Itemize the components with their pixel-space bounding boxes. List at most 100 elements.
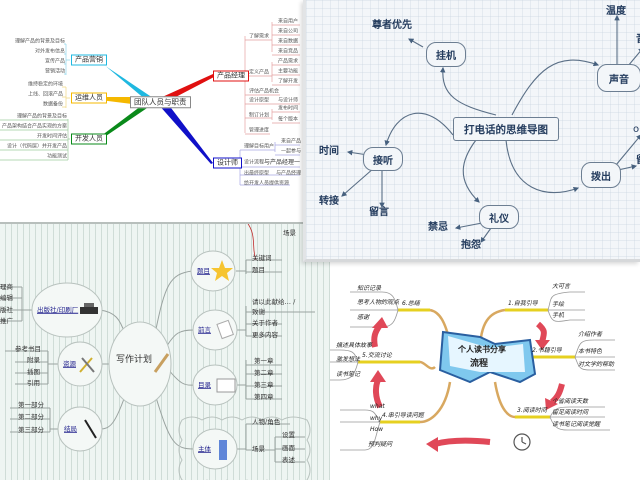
leaf: 第一章: [254, 356, 274, 365]
leaf: 与产品经理一: [264, 159, 301, 166]
leaf: How: [370, 426, 384, 433]
leaf: 预判疑问: [368, 441, 393, 448]
branch-designer: [158, 104, 213, 164]
node-pm: 产品经理: [213, 70, 249, 82]
branch-preface-link[interactable]: 前言: [198, 325, 211, 334]
label: 尊者优先: [372, 20, 412, 31]
leaf: 设计（代码层）并开发产品: [6, 143, 67, 150]
branch-body-link[interactable]: 主体: [198, 444, 211, 453]
window-icon: [216, 378, 236, 393]
leaf: 设置: [282, 430, 295, 439]
leaf: 关键词: [252, 253, 272, 262]
leaf: 出最终原型: [244, 170, 270, 177]
leaf: 与设计师: [278, 97, 299, 104]
label: 禁忌: [428, 222, 448, 233]
label: 留言: [369, 207, 389, 218]
node-etiquette: 礼仪: [479, 205, 519, 229]
leaf: 个省阅读天数: [552, 398, 589, 405]
leaf: 第四章: [254, 392, 274, 401]
branch-publisher-link[interactable]: 出版社/印刷厂: [37, 305, 79, 314]
leaf: 对外发布信息: [34, 48, 65, 55]
leaf: what: [370, 403, 385, 410]
branch-ending-link[interactable]: 结局: [64, 424, 77, 433]
center-title-2: 流程: [470, 359, 489, 369]
node-ops: 运维人员: [71, 92, 107, 104]
leaf: 维持稳定的环境: [27, 81, 63, 88]
leaf: 第三部分: [18, 425, 44, 434]
node-voice: 声音: [597, 64, 640, 92]
label: 抱怨: [461, 240, 481, 251]
label: 留: [636, 156, 640, 166]
node-marketing: 产品营销: [71, 54, 107, 66]
leaf: 编辑: [0, 293, 13, 302]
leaf: 上线、回滚产品: [27, 91, 63, 98]
leaf: 制订计划: [249, 112, 270, 119]
leaf: 插图: [27, 367, 40, 376]
team-roles-mindmap: 团队人员与职责 产品营销 运维人员 开发人员 产品经理 设计师 理解产品的背景及…: [0, 0, 303, 224]
leaf: 产品需求: [278, 58, 299, 65]
leaf: why: [370, 415, 383, 422]
branch-title-link[interactable]: 题目: [197, 266, 210, 275]
leaf: 了解需求: [249, 33, 270, 40]
phone-call-mindmap: 打电话的思维导图 挂机 接听 礼仪 声音 拨出 尊者优先 时间 转接 留言 禁忌…: [303, 0, 640, 262]
node-hangup: 挂机: [426, 42, 466, 67]
branch-ops: [100, 97, 132, 104]
branch-label: 2.书籍引导: [532, 347, 562, 354]
branch-toc-link[interactable]: 目录: [198, 380, 211, 389]
leaf: 激发想法: [336, 356, 361, 363]
label: 转接: [319, 196, 339, 207]
leaf: 来自竞品: [278, 48, 299, 55]
leaf: 引用: [27, 378, 40, 387]
center-ellipse: [108, 321, 172, 407]
leaf: 场景: [283, 228, 296, 237]
branch-resources-link[interactable]: 资源: [63, 359, 76, 368]
leaf: 定义产品: [249, 69, 270, 76]
leaf: 第二部分: [18, 412, 44, 421]
node-designer: 设计师: [213, 157, 242, 169]
leaf: 本书特色: [578, 348, 603, 355]
printer-icon: [80, 303, 98, 314]
leaf: 思考人物的观点: [357, 299, 400, 306]
label: 温度: [606, 6, 626, 17]
leaf: 每个版本: [278, 116, 299, 123]
leaf: 产品架构结合产品实现的方案: [1, 123, 67, 130]
branch-label: 5.交流讨论: [362, 352, 392, 359]
leaf: 与产品经理: [276, 170, 302, 177]
center-title: 个人读书分享: [458, 345, 506, 354]
leaf: 第二章: [254, 368, 274, 377]
leaf: 来自用户: [278, 18, 299, 25]
label: 时间: [319, 146, 339, 157]
leaf: 设计原型: [249, 97, 270, 104]
leaf: 感谢: [357, 314, 370, 321]
leaf: 表述: [282, 455, 295, 464]
leaf: 理解产品的背景及目标: [16, 113, 67, 120]
cloud-boundary: [178, 416, 311, 480]
tools-icon: [79, 357, 95, 373]
leaf: 了解开发: [278, 78, 299, 85]
writing-plan-mindmap: 写作计划 题目 前言 目录 主体 出版社/印刷厂 资源 结局 场景 关键词 题目…: [0, 222, 330, 480]
star-icon: [211, 260, 233, 281]
label: op: [633, 124, 640, 135]
center-node: 打电话的思维导图: [453, 117, 559, 141]
quill-icon: [153, 353, 170, 373]
branch-label: 4.串引导读问题: [382, 412, 424, 419]
leaf: 参考书目: [15, 344, 41, 353]
leaf: 关于作者: [252, 318, 278, 327]
leaf: 营销活动: [44, 68, 65, 75]
center-node: 团队人员与职责: [130, 96, 191, 108]
leaf: 介绍作者: [578, 331, 603, 338]
leaf: 读书笔记阅读觉醒: [552, 421, 601, 428]
leaf: 知识记录: [357, 285, 382, 292]
node-answer: 接听: [363, 147, 403, 171]
leaf: 来自数据: [278, 38, 299, 45]
leaf: 理商: [0, 282, 13, 291]
alarm-clock-icon: [513, 433, 531, 451]
leaf: 读书笔记: [336, 371, 361, 378]
leaf: 更多内容: [252, 330, 278, 339]
book-icon: [219, 440, 227, 460]
branch-label: 1.自我引导: [508, 300, 538, 307]
leaf: 附录: [27, 355, 40, 364]
leaf: 致谢: [252, 307, 265, 316]
leaf: 推广: [0, 316, 13, 325]
reading-share-mindmap: 个人读书分享 流程 1.自我引导 2.书籍引导 3.阅读时间 4.串引导读问题 …: [330, 262, 640, 480]
